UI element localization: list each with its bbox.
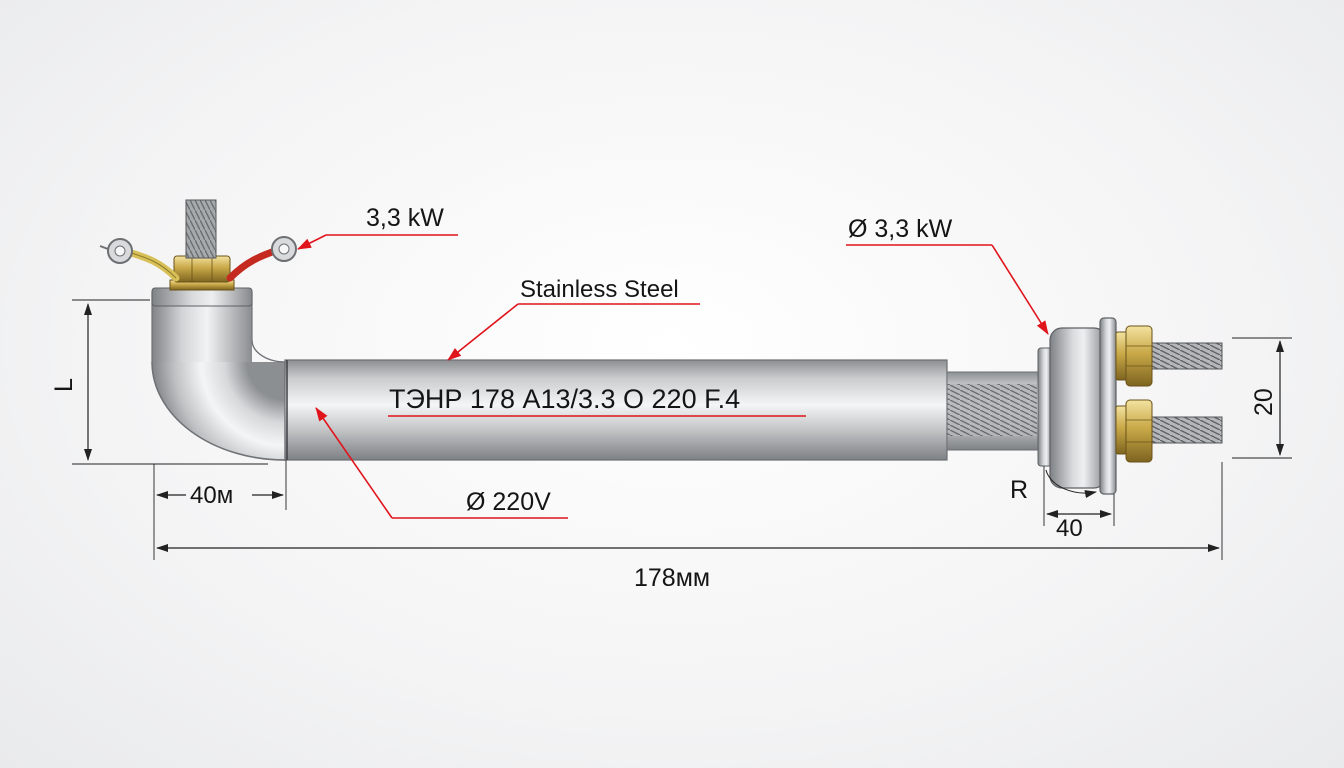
label-dim-40m: 40м <box>190 482 233 509</box>
ring-terminal-left <box>99 238 133 264</box>
label-dim-40: 40 <box>1056 515 1083 542</box>
radius-arc <box>1045 469 1097 499</box>
label-voltage: Ø 220V <box>466 488 551 516</box>
flange-body <box>1049 327 1107 489</box>
label-dim-r: R <box>1010 476 1028 504</box>
heater-element <box>99 199 1223 495</box>
terminal-lower <box>1115 399 1223 463</box>
label-dim-20: 20 <box>1250 388 1278 416</box>
dimension-lines <box>72 299 1292 560</box>
label-power-right: Ø 3,3 kW <box>848 215 953 243</box>
label-marking: ТЭНР 178 А13/3.3 О 220 F.4 <box>389 384 740 414</box>
label-dim-total: 178мм <box>634 564 710 592</box>
top-stud <box>185 199 217 259</box>
terminal-upper <box>1115 325 1223 387</box>
red-wire <box>226 246 282 282</box>
label-material: Stainless Steel <box>520 276 679 303</box>
label-dim-l: L <box>50 378 78 392</box>
ring-terminal-right <box>271 236 297 262</box>
tube-bend <box>152 362 285 460</box>
leader-lines <box>297 234 1049 519</box>
main-tube <box>284 359 948 461</box>
flange-plate <box>1099 317 1117 495</box>
top-nut <box>173 255 231 283</box>
top-cap <box>151 287 253 307</box>
yellow-wire <box>124 248 180 282</box>
label-power-top: 3,3 kW <box>366 204 444 232</box>
